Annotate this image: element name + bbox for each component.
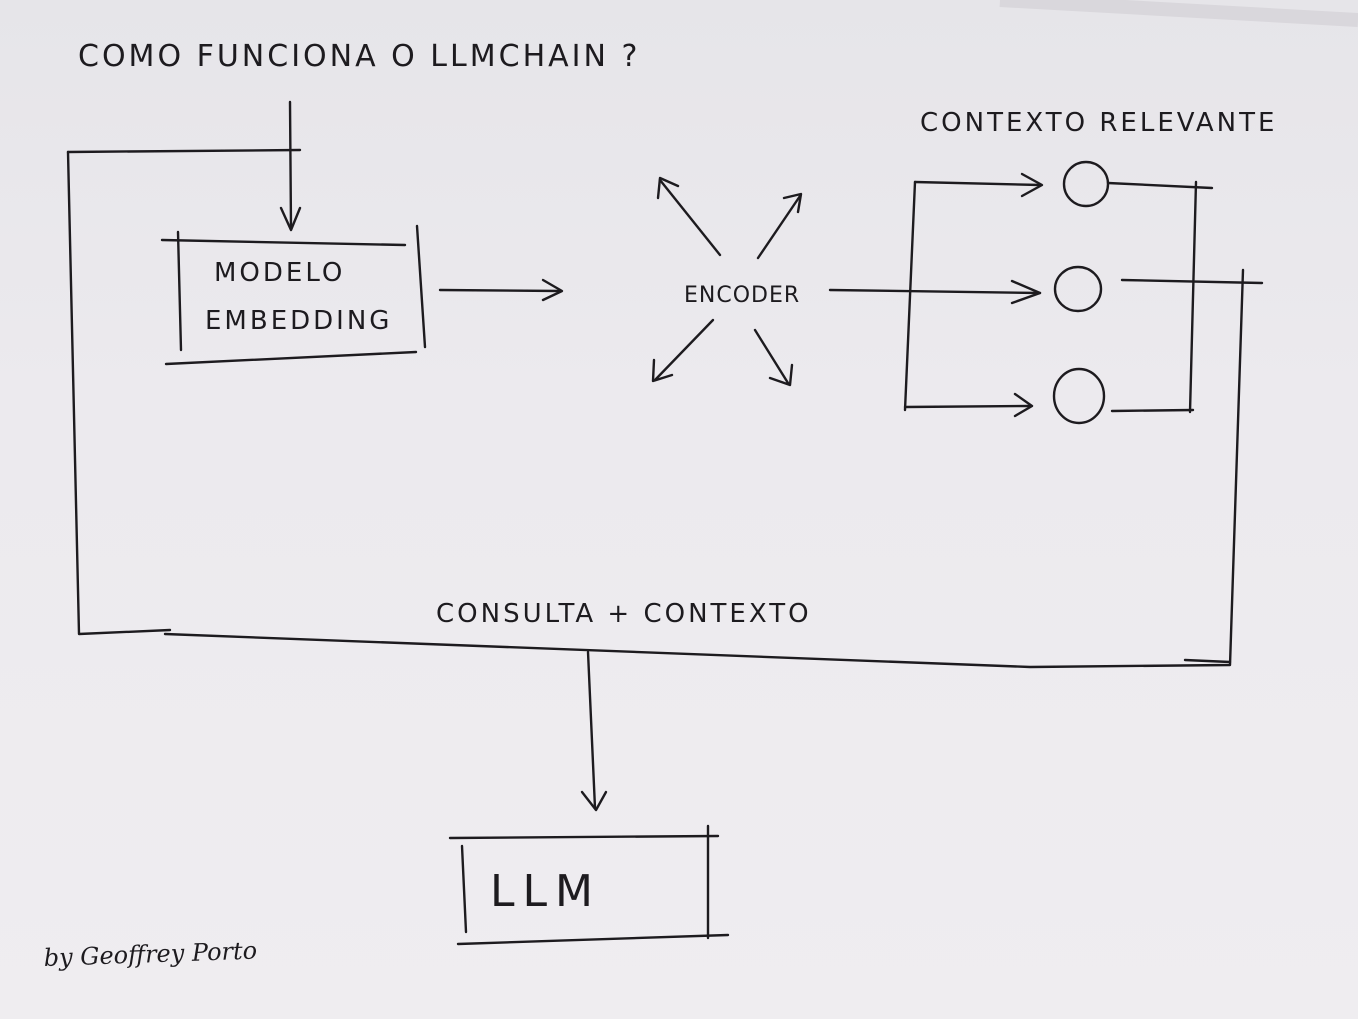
context-to-llm-arrow — [580, 650, 608, 812]
diagram-title: COMO FUNCIONA O LLMCHAIN ? — [78, 39, 640, 74]
encoder-radiating-arrows — [651, 176, 803, 387]
encoder-to-vector-arrow — [828, 279, 1042, 305]
page-edge-shadow — [999, 0, 1358, 27]
input-arrow — [279, 100, 302, 232]
embedding-model-label-line1: MODELO — [214, 258, 345, 288]
vector-item-3 — [1052, 367, 1106, 425]
context-collector-bracket — [1106, 180, 1264, 414]
vector-item-2 — [1053, 265, 1103, 313]
vector-item-1 — [1062, 160, 1110, 208]
llm-label: LLM — [490, 866, 601, 917]
feedback-loop-line — [66, 148, 1245, 669]
llm-box — [448, 824, 730, 946]
query-context-label: CONSULTA + CONTEXTO — [436, 599, 812, 629]
embedding-model-box — [160, 224, 427, 366]
embedding-model-label-line2: EMBEDDING — [205, 306, 392, 336]
author-signature: by Geoffrey Porto — [43, 937, 257, 972]
encoder-label: ENCODER — [684, 283, 800, 308]
embedding-to-encoder-arrow — [438, 278, 564, 302]
relevant-context-label: CONTEXTO RELEVANTE — [920, 108, 1277, 138]
retrieval-bracket — [903, 172, 1044, 418]
